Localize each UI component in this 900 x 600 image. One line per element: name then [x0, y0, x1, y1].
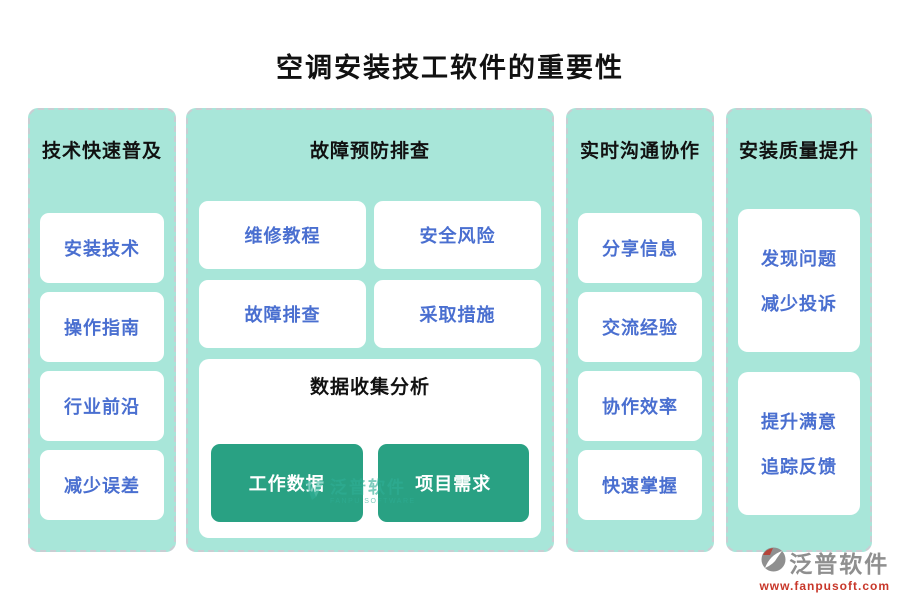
column-header: 实时沟通协作	[579, 141, 700, 162]
column-realtime-collaboration: 实时沟通协作 分享信息 交流经验 协作效率 快速掌握	[566, 108, 714, 552]
item-safety-risk: 安全风险	[374, 201, 541, 269]
item-operation-guide: 操作指南	[40, 292, 164, 362]
footer-brand-row: 泛普软件	[760, 545, 889, 579]
footer-brand-name: 泛普软件	[789, 551, 890, 577]
card-satisfaction-feedback: 提升满意 追踪反馈	[738, 372, 860, 515]
work-data-button: 工作数据	[211, 444, 363, 522]
diagram-columns: 技术快速普及 安装技术 操作指南 行业前沿 减少误差 故障预防排查 维修教程 安…	[28, 108, 872, 552]
footer-url: www.fanpusoft.com	[759, 579, 890, 593]
column-fault-prevention: 故障预防排查 维修教程 安全风险 故障排查 采取措施 数据收集分析 工作数据 项…	[186, 108, 554, 552]
card-find-problems: 发现问题 减少投诉	[738, 209, 860, 352]
card-line: 发现问题	[761, 249, 837, 269]
fanpu-logo-icon	[760, 546, 787, 578]
column-tech-popularization: 技术快速普及 安装技术 操作指南 行业前沿 减少误差	[28, 108, 176, 552]
column-items: 分享信息 交流经验 协作效率 快速掌握	[578, 213, 702, 520]
item-exchange-experience: 交流经验	[578, 292, 702, 362]
item-quick-master: 快速掌握	[578, 450, 702, 520]
column-items-grid: 维修教程 安全风险 故障排查 采取措施	[199, 201, 541, 348]
card-line: 提升满意	[761, 412, 837, 432]
card-line: 减少投诉	[761, 294, 837, 314]
item-fault-troubleshoot: 故障排查	[199, 280, 366, 348]
card-line: 追踪反馈	[761, 457, 837, 477]
column-header: 安装质量提升	[738, 141, 859, 162]
project-demand-button: 项目需求	[377, 444, 529, 522]
page-title: 空调安装技工软件的重要性	[276, 53, 624, 83]
data-collection-panel: 数据收集分析 工作数据 项目需求	[199, 359, 541, 538]
item-take-measures: 采取措施	[374, 280, 541, 348]
column-quality-improvement: 安装质量提升 发现问题 减少投诉 提升满意 追踪反馈	[726, 108, 872, 552]
item-reduce-error: 减少误差	[40, 450, 164, 520]
column-cards: 发现问题 减少投诉 提升满意 追踪反馈	[738, 209, 860, 515]
subpanel-buttons: 工作数据 项目需求	[209, 444, 531, 522]
footer-brand-logo: 泛普软件 www.fanpusoft.com	[759, 545, 890, 593]
column-items: 安装技术 操作指南 行业前沿 减少误差	[40, 213, 164, 520]
column-header: 故障预防排查	[309, 141, 430, 162]
item-repair-tutorial: 维修教程	[199, 201, 366, 269]
item-collaboration-efficiency: 协作效率	[578, 371, 702, 441]
subpanel-title: 数据收集分析	[309, 377, 430, 398]
item-industry-frontier: 行业前沿	[40, 371, 164, 441]
item-share-info: 分享信息	[578, 213, 702, 283]
column-header: 技术快速普及	[41, 141, 162, 162]
item-install-tech: 安装技术	[40, 213, 164, 283]
